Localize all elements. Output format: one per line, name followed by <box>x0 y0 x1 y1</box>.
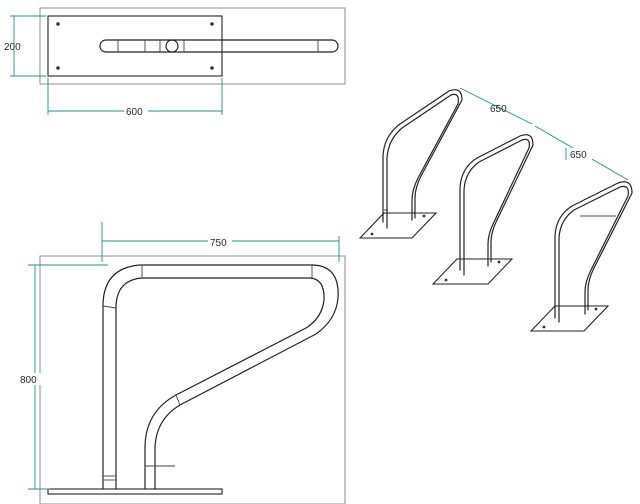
iso-tube-outer <box>463 138 530 276</box>
front-view-frame <box>39 255 346 504</box>
front-view: 750 800 <box>18 222 346 504</box>
iso-tube-inner <box>459 134 534 271</box>
dim-line-spacing-1 <box>459 87 533 125</box>
iso-rack-1 <box>358 89 463 239</box>
front-view-base-plate <box>47 488 223 495</box>
iso-tube-outer <box>558 185 629 323</box>
plate-bolt-hole <box>56 66 60 70</box>
dim-label-bg <box>208 236 232 248</box>
plate-bolt-hole <box>56 22 60 26</box>
iso-rack-2 <box>431 134 534 285</box>
dim-label-bg <box>568 148 592 160</box>
dim-label-spacing-2: 650 <box>570 150 587 161</box>
iso-rack-3 <box>529 181 633 332</box>
plate-bolt-hole <box>210 66 214 70</box>
front-view-tube-inner <box>115 277 325 490</box>
iso-tube-inner <box>554 181 633 319</box>
dim-label-spacing-1: 650 <box>490 104 507 115</box>
front-view-tube-outer <box>102 264 339 490</box>
iso-base-plate <box>529 305 610 332</box>
iso-tube-outer <box>386 93 459 229</box>
tube-seam <box>175 394 181 406</box>
top-view-leg-circle <box>165 39 179 53</box>
dim-label-rack-width: 750 <box>210 238 227 249</box>
dim-label-rack-height: 800 <box>20 375 37 386</box>
plate-bolt-hole <box>210 22 214 26</box>
dim-label-plate-width: 600 <box>126 107 143 118</box>
tube-seam <box>102 305 117 309</box>
iso-base-plate <box>431 258 514 285</box>
top-view-frame <box>39 7 346 85</box>
top-view-tube <box>99 39 339 53</box>
dim-label-plate-height: 200 <box>4 42 21 53</box>
top-view-base-plate <box>47 15 223 77</box>
dim-label-bg <box>18 373 42 385</box>
dim-label-bg <box>124 105 148 117</box>
iso-tube-inner <box>382 89 463 223</box>
top-view: 200 600 <box>4 7 346 118</box>
isometric-view: 650 650 <box>358 87 633 332</box>
iso-base-plate <box>358 212 438 239</box>
